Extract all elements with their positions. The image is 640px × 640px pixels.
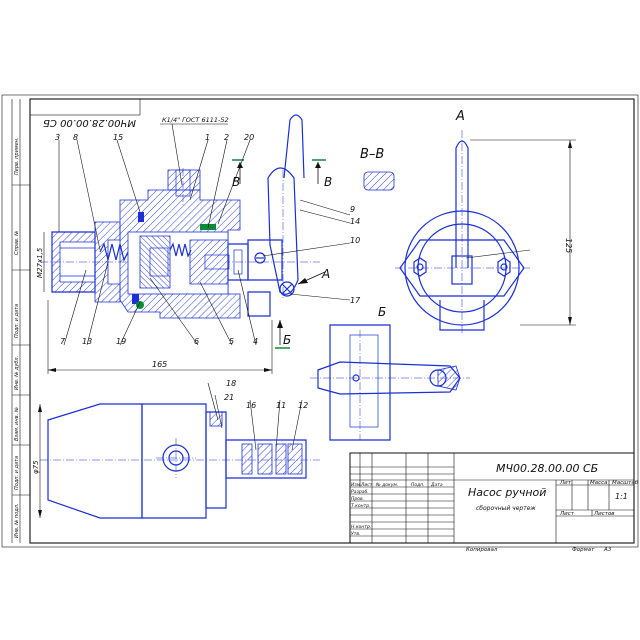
callout-16: 16 xyxy=(246,401,256,410)
callout-3: 3 xyxy=(55,133,60,142)
label-a-top: А xyxy=(455,109,465,124)
callout-9: 9 xyxy=(350,205,355,214)
label-a-arrow: А xyxy=(321,267,330,281)
callout-20: 20 xyxy=(244,133,254,142)
outer-frame xyxy=(1,94,639,548)
dim-125-label: 125 xyxy=(564,238,573,253)
callout-4: 4 xyxy=(253,337,258,346)
title-block xyxy=(349,452,635,544)
tb-mass: Масса xyxy=(590,480,608,486)
callout-leaders xyxy=(58,139,351,451)
tb-row-izm: Изм. xyxy=(351,482,362,488)
tb-designation: МЧ00.28.00.00 СБ xyxy=(496,462,598,475)
callout-6: 6 xyxy=(194,337,199,346)
callout-21: 21 xyxy=(224,393,234,402)
side-stamp-7: Инв. № подл. xyxy=(14,504,20,539)
side-stamp-6: Подп. и дата xyxy=(14,456,20,490)
tb-copied: Копировал xyxy=(466,547,498,553)
dim-165 xyxy=(47,300,273,374)
tb-row-list: Лист xyxy=(360,482,373,488)
tb-role-6: Утв. xyxy=(351,531,360,537)
callout-12: 12 xyxy=(298,401,308,410)
tb-scale: Масштаб xyxy=(612,480,639,486)
label-v-left: В xyxy=(232,175,240,189)
dim-thread-m27: М27х1,5 xyxy=(36,247,44,278)
mirror-stamp-box xyxy=(29,98,141,116)
thread-note: К1/4" ГОСТ 6111-52 xyxy=(162,116,229,124)
tb-scale-value: 1:1 xyxy=(615,492,628,501)
tb-lit: Лит xyxy=(559,480,572,486)
section-bb xyxy=(363,171,395,191)
callout-10: 10 xyxy=(350,236,360,245)
tb-row-sign: Подп. xyxy=(411,482,425,488)
tb-format-label: Формат xyxy=(572,547,595,553)
tb-format-value: A3 xyxy=(603,547,612,553)
side-stamp-1: Перв. примен. xyxy=(14,137,20,175)
callout-7: 7 xyxy=(60,337,66,346)
inner-frame xyxy=(29,98,635,544)
tb-role-3: Т.контр. xyxy=(351,503,371,509)
callout-14: 14 xyxy=(350,217,360,226)
label-bb-title: В–В xyxy=(360,147,384,162)
side-stamp-4: Инв. № дубл. xyxy=(14,356,20,390)
callout-13: 13 xyxy=(82,337,92,346)
tb-sheet: Лист xyxy=(559,511,575,517)
callout-5: 5 xyxy=(229,337,234,346)
label-v-right: В xyxy=(324,175,332,189)
callout-11: 11 xyxy=(276,401,286,410)
dim-dia-75: φ75 xyxy=(32,460,40,474)
side-stamp: Перв. примен. Справ. № Подп. и дата Инв.… xyxy=(11,99,30,543)
view-a xyxy=(395,130,576,335)
side-stamp-3: Подп. и дата xyxy=(14,304,20,338)
plan-view xyxy=(38,403,320,519)
callout-8: 8 xyxy=(73,133,78,142)
tb-doc-type: сборочный чертеж xyxy=(476,505,536,512)
callout-2: 2 xyxy=(224,133,229,142)
side-stamp-5: Взам. инв. № xyxy=(14,407,20,441)
side-stamp-2: Справ. № xyxy=(14,231,20,255)
dim-165-label: 165 xyxy=(152,360,167,369)
tb-role-1: Разраб. xyxy=(351,489,369,495)
mirror-stamp: МЧ00.28.00.00 СБ xyxy=(43,117,136,128)
tb-name: Насос ручной xyxy=(468,486,546,499)
view-b xyxy=(310,324,470,441)
callout-15: 15 xyxy=(113,133,123,142)
tb-role-2: Пров. xyxy=(351,496,364,502)
callout-18: 18 xyxy=(226,379,236,388)
tb-row-date: Дата xyxy=(430,482,443,488)
tb-sheets: Листов xyxy=(593,511,615,517)
label-b-view: Б xyxy=(378,305,386,319)
label-b-arrow: Б xyxy=(283,333,291,347)
tb-row-doc: № докум. xyxy=(375,482,398,488)
tb-role-5: Н.контр. xyxy=(351,524,371,530)
callout-19: 19 xyxy=(116,337,126,346)
callout-1: 1 xyxy=(205,133,210,142)
main-section-view xyxy=(40,114,326,349)
callout-17: 17 xyxy=(350,296,361,305)
